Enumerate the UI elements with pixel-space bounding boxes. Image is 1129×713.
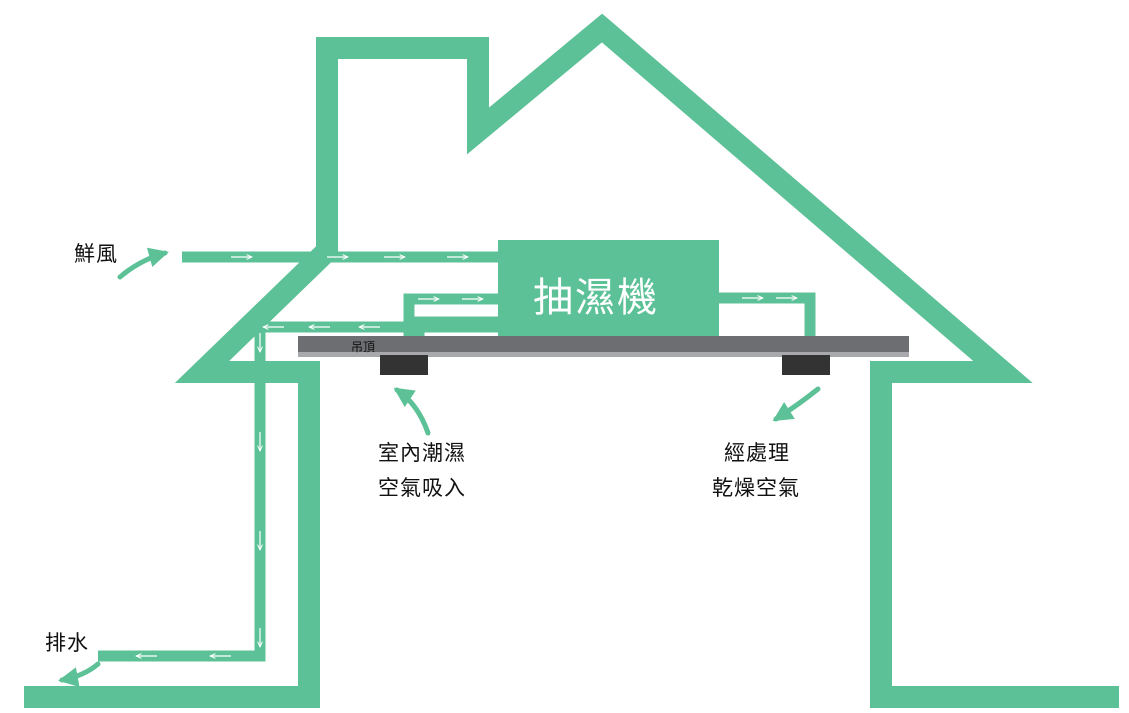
drain-label: 排水 (45, 631, 89, 655)
ceiling-label: 吊頂 (351, 340, 376, 354)
dehumidifier-label: 抽濕機 (533, 275, 659, 321)
indoor-intake-label-line2: 空氣吸入 (378, 476, 466, 500)
ceiling-panel-edge (298, 352, 909, 357)
dehumidifier-unit (498, 240, 719, 337)
output-pointer (772, 386, 821, 422)
intake-pointer (393, 387, 431, 436)
house-outline (24, 13, 1119, 708)
indoor-intake-label-line1: 室內潮濕 (378, 441, 466, 465)
fresh-air-label: 鮮風 (74, 242, 118, 266)
treated-air-label-line2: 乾燥空氣 (712, 476, 800, 500)
output-vent (782, 355, 830, 375)
house-wall-roof (24, 13, 1119, 708)
fresh-air-pointer (117, 247, 169, 280)
treated-air-label-line1: 經處理 (724, 441, 790, 465)
drain-pointer (58, 661, 101, 687)
pointer-arrows (58, 247, 821, 687)
intake-vent (380, 355, 428, 375)
ceiling-panel (298, 336, 909, 352)
treated-duct (719, 292, 816, 338)
flow-arrows (136, 257, 797, 656)
